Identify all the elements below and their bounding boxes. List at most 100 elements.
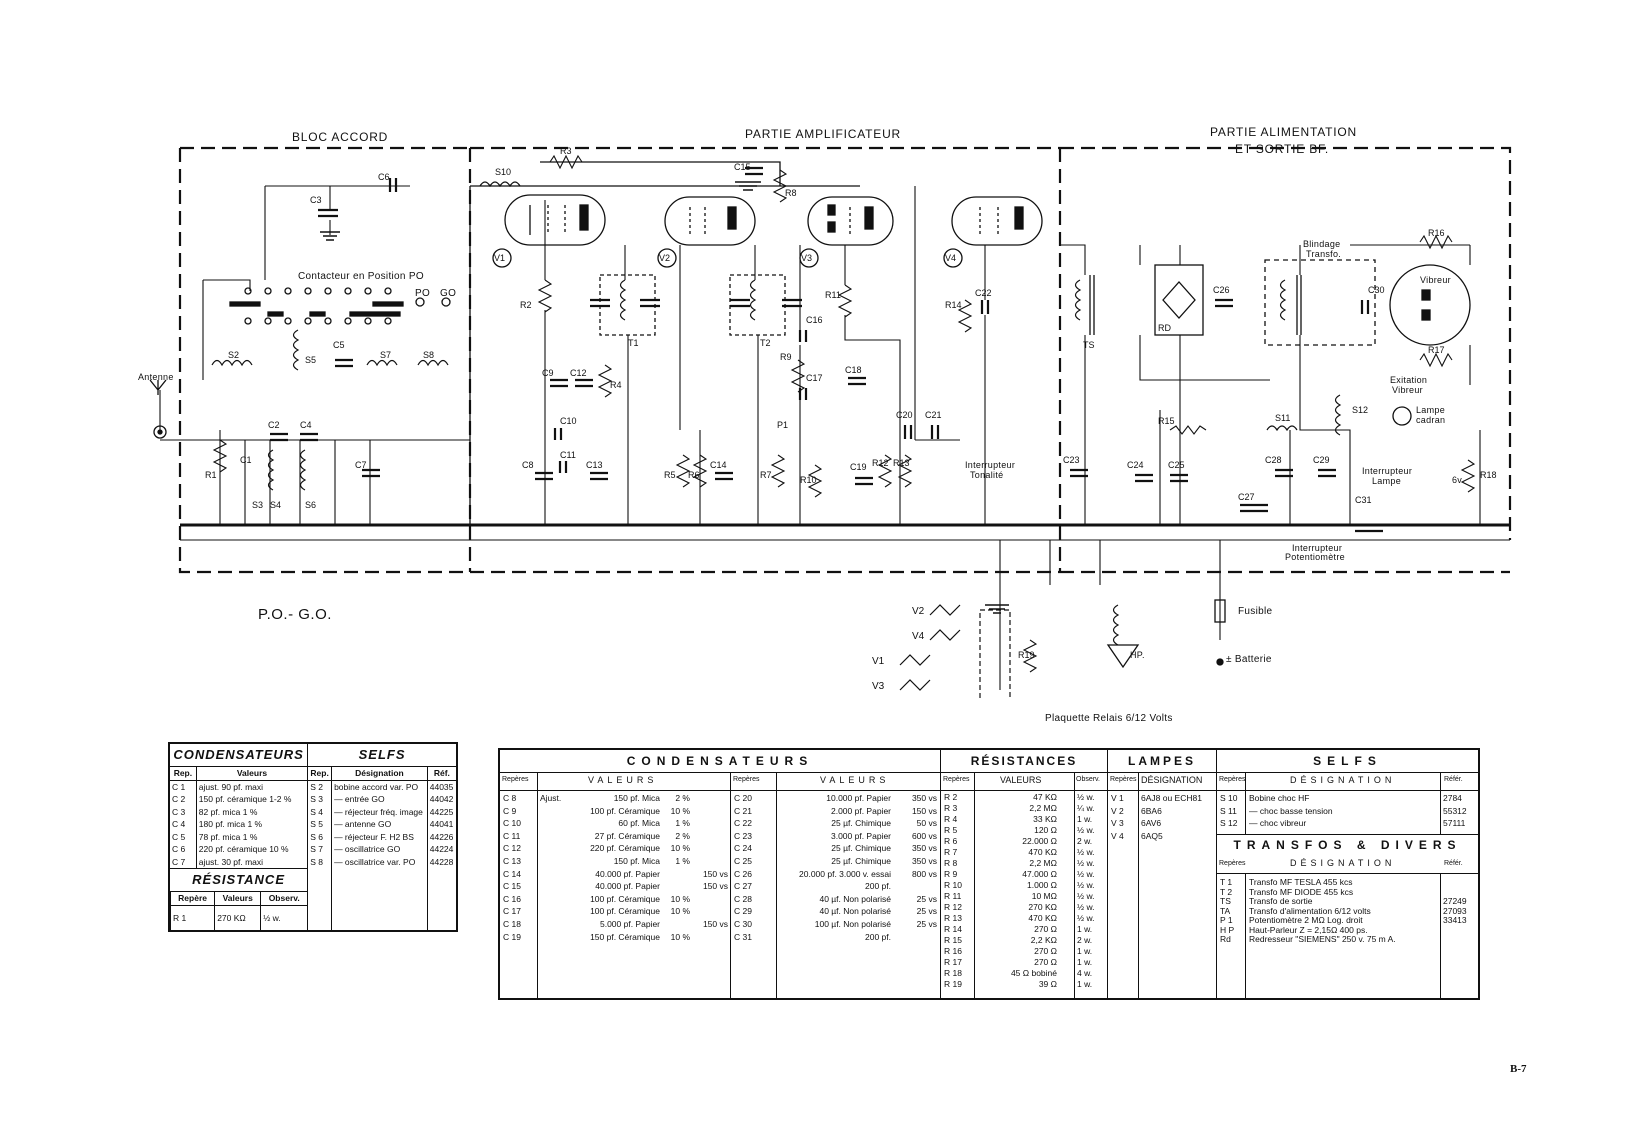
t2-transfos-title: TRANSFOS & DIVERS (1217, 834, 1478, 856)
table-cell: C 12 (503, 843, 521, 854)
six-v-label: 6v (1452, 475, 1463, 485)
self-label-s12: S12 (1352, 405, 1369, 415)
table-cell: 10 % (670, 893, 690, 904)
go-label: GO (440, 288, 457, 299)
table-cell: Transfo MF TESLA 455 kcs (1249, 877, 1353, 887)
table-cell: TA (1220, 905, 1231, 916)
table-cell: 1 w. (1077, 924, 1093, 934)
table-cell: ½ w. (1077, 858, 1095, 868)
table-cell: Bobine choc HF (1249, 793, 1310, 803)
res-label-r4: R4 (610, 380, 622, 390)
table-cell: ½ w. (1077, 792, 1095, 802)
table-cell: S 11 (1220, 805, 1237, 816)
antenne-label: Antenne (138, 372, 174, 382)
cap-label-c30: C30 (1368, 285, 1385, 295)
t2-h-res-valeurs: VALEURS (1000, 775, 1042, 785)
res-label-r3: R3 (560, 146, 572, 156)
table-cell: 120 Ω (1034, 825, 1057, 835)
table-cell: 470 KΩ (1028, 847, 1057, 857)
table-cell: ½ w. (1077, 902, 1095, 912)
table-cell: 150 pf. Mica (613, 793, 660, 803)
table-cell: R 3 (944, 803, 958, 813)
table-cell: C 11 (503, 830, 521, 841)
table-cell: 2784 (1443, 793, 1462, 803)
lampe-switch-label: Lampe (1372, 476, 1402, 486)
res-label-r17: R17 (1428, 345, 1445, 355)
t2-h-lamp-designation: DÉSIGNATION (1141, 775, 1203, 785)
table-cell: 25 vs (916, 906, 937, 917)
tube-v3 (799, 196, 894, 268)
table-cell: V 3 (1111, 818, 1124, 829)
ts-label: TS (1083, 340, 1095, 350)
table-cell: 25 vs (916, 893, 937, 904)
pogo-label: P.O.- G.O. (258, 606, 332, 623)
t1-h-valeurs: Valeurs (195, 766, 308, 781)
rd-label: RD (1158, 323, 1171, 333)
table-cell: Ajust. (540, 793, 562, 803)
table-cell: R 16 (944, 946, 962, 956)
table-row: S 11 — choc basse tension 55312 (1217, 805, 1478, 818)
cap-label-c12: C12 (570, 368, 587, 378)
self-label-s11: S11 (1275, 413, 1291, 423)
table-cell: 2 % (675, 793, 690, 803)
relay-label-v3: V3 (872, 681, 885, 692)
t2-lamp-title: LAMPES (1108, 750, 1216, 773)
table-cell: C 30 (734, 918, 752, 929)
cadran-label: cadran (1416, 415, 1446, 425)
cap-label-c26: C26 (1213, 285, 1230, 295)
table-cell: 10 MΩ (1031, 891, 1057, 901)
section-alimentation: PARTIE ALIMENTATION (1210, 125, 1358, 139)
potentiometre-label: Potentiomètre (1285, 552, 1345, 562)
table-cell: R 2 (944, 792, 958, 802)
table-cell: P 1 (1220, 915, 1233, 925)
table-cell: 150 vs (702, 881, 728, 892)
table-cell: C 18 (503, 918, 521, 929)
res-label-r18: R18 (1480, 470, 1497, 480)
t1-h-rep2: Rep. (307, 766, 332, 781)
table-cell: 800 vs (911, 868, 937, 879)
table-cell: 100 µf. Non polarisé (814, 918, 891, 929)
table-cell: 20.000 pf. 3.000 v. essai (799, 868, 891, 879)
table-cell: 10.000 pf. Papier (826, 793, 891, 803)
self-label-s7: S7 (380, 350, 392, 360)
table-cell: C 8 (503, 793, 517, 803)
interrupteur-pot-label: Interrupteur (1292, 543, 1343, 553)
lampe-label: Lampe (1416, 405, 1446, 415)
relay-plate (899, 604, 1011, 700)
page-number: B-7 (1510, 1063, 1527, 1075)
table-cell: — choc basse tension (1249, 805, 1333, 816)
t2-h-valeurs2: VALEURS (820, 775, 890, 785)
po-label: PO (415, 288, 431, 299)
table-cell: R 8 (944, 858, 958, 868)
table-cell: 150 vs (702, 868, 728, 879)
t2-h-reperes3: Repères (943, 776, 970, 783)
table-cell: 60 pf. Mica (618, 818, 660, 829)
res-label-r5: R5 (664, 470, 676, 480)
table-cell: R 6 (944, 836, 958, 846)
table-cell: 4 w. (1077, 968, 1093, 978)
t2-h-ref: Référ. (1444, 776, 1463, 783)
table-cell: 1 % (675, 855, 690, 866)
table-cell: C 9 (503, 805, 517, 816)
table-cell: 55312 (1443, 805, 1467, 816)
table-cell: 270 KΩ (1028, 902, 1057, 912)
table-cell: 2,2 MΩ (1029, 858, 1057, 868)
table-cell: 2,2 KΩ (1030, 935, 1057, 945)
table-cell: C 31 (734, 931, 752, 942)
table-cell: Rd (1220, 934, 1231, 944)
table-cell: 200 pf. (865, 881, 891, 892)
